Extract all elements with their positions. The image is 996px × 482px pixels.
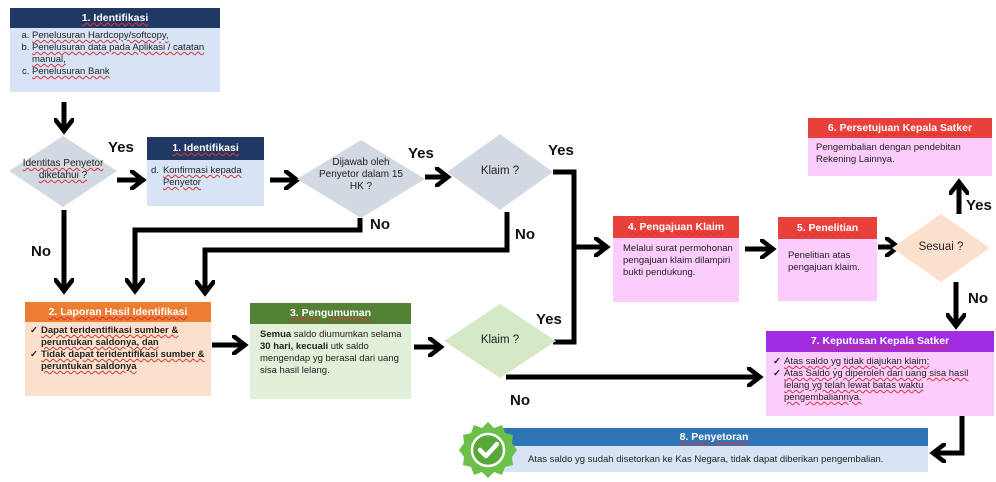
box-penyetoran-body: Atas saldo yg sudah disetorkan ke Kas Ne… bbox=[528, 454, 884, 465]
connector-dijawab-no bbox=[135, 218, 363, 288]
list-item: Penelusuran data pada Aplikasi / catatan… bbox=[32, 42, 216, 66]
diamond-identitas-shape bbox=[9, 136, 117, 207]
box-pengajuan-title: 4. Pengajuan Klaim bbox=[613, 216, 739, 238]
diamond-dijawab-shape bbox=[297, 140, 425, 218]
box-keputusan-body: Atas saldo yg tidak diajukan klaim; Atas… bbox=[766, 356, 994, 416]
box-pengajuan-body: Melalui surat permohonan pengajuan klaim… bbox=[623, 243, 733, 278]
box-identifikasi-top: 1. Identifikasi Penelusuran Hardcopy/sof… bbox=[10, 8, 220, 92]
box-identifikasi-mid: 1. Identifikasi d. Konfirmasi kepada Pen… bbox=[147, 137, 264, 206]
box-keputusan: 7. Keputusan Kepala Satker Atas saldo yg… bbox=[766, 331, 994, 416]
diamond-dijawab: Dijawab oleh Penyetor dalam 15 HK ? bbox=[319, 157, 403, 192]
label-no-dijawab: No bbox=[370, 216, 390, 233]
diamond-klaim2: Klaim ? bbox=[480, 334, 520, 346]
diamond-identitas: Identitas Penyetor diketahui ? bbox=[22, 158, 104, 181]
box-laporan-body: Dapat teridentifikasi sumber & peruntuka… bbox=[25, 325, 211, 396]
list-item: Tidak dapat teridentifikasi sumber & per… bbox=[30, 349, 207, 373]
box-pengajuan: 4. Pengajuan Klaim Melalui surat permoho… bbox=[613, 216, 739, 302]
box-penelitian-title: 5. Penelitian bbox=[778, 217, 877, 239]
connector-klaim-yes bbox=[553, 169, 577, 345]
box-identifikasi-mid-body: d. Konfirmasi kepada Penyetor bbox=[151, 165, 242, 188]
box-penyetoran-title: 8. Penyetoran bbox=[500, 428, 928, 446]
diamond-klaim1: Klaim ? bbox=[480, 165, 520, 177]
box-keputusan-title: 7. Keputusan Kepala Satker bbox=[766, 331, 994, 352]
label-no-klaim2: No bbox=[510, 392, 530, 409]
box-identifikasi-top-body: Penelusuran Hardcopy/softcopy, Penelusur… bbox=[10, 29, 220, 92]
list-item: Atas saldo yg tidak diajukan klaim; bbox=[773, 356, 990, 368]
box-laporan-title: 2. Laporan Hasil Identifikasi bbox=[25, 302, 211, 322]
box-persetujuan-body: Pengembalian dengan pendebitan Rekening … bbox=[816, 142, 961, 165]
diamond-sesuai: Sesuai ? bbox=[918, 241, 964, 253]
box-laporan: 2. Laporan Hasil Identifikasi Dapat teri… bbox=[25, 302, 211, 396]
list-item: Atas Saldo yg diperoleh dari uang sisa h… bbox=[773, 368, 990, 404]
connector-keputusan-to-penyetoran bbox=[936, 410, 965, 453]
box-penyetoran: 8. Penyetoran Atas saldo yg sudah diseto… bbox=[500, 428, 928, 472]
diamond-sesuai-shape bbox=[892, 214, 990, 282]
label-yes-identitas: Yes bbox=[108, 139, 134, 156]
label-yes-dijawab: Yes bbox=[408, 145, 434, 162]
diamond-klaim2-shape bbox=[444, 304, 556, 378]
box-persetujuan-title: 6. Persetujuan Kepala Satker bbox=[808, 118, 992, 138]
diamond-klaim1-shape bbox=[447, 134, 553, 210]
label-no-klaim1: No bbox=[515, 226, 535, 243]
label-yes-klaim1: Yes bbox=[548, 142, 574, 159]
box-penelitian-body: Penelitian atas pengajuan klaim. bbox=[788, 250, 860, 273]
list-item: Dapat teridentifikasi sumber & peruntuka… bbox=[30, 325, 207, 349]
label-yes-klaim2: Yes bbox=[536, 311, 562, 328]
list-item: Penelusuran Hardcopy/softcopy, bbox=[32, 30, 216, 42]
connector-klaim1-no bbox=[205, 212, 510, 290]
label-no-sesuai: No bbox=[968, 290, 988, 307]
label-no-identitas: No bbox=[31, 243, 51, 260]
box-pengumuman-body: Semua saldo diumumkan selama 30 hari, ke… bbox=[260, 329, 402, 376]
box-identifikasi-top-title: 1. Identifikasi bbox=[10, 8, 220, 28]
box-penelitian: 5. Penelitian Penelitian atas pengajuan … bbox=[778, 217, 877, 301]
check-badge-icon bbox=[459, 422, 517, 478]
box-pengumuman: 3. Pengumuman Semua saldo diumumkan sela… bbox=[250, 303, 411, 399]
box-persetujuan: 6. Persetujuan Kepala Satker Pengembalia… bbox=[808, 118, 992, 176]
label-yes-sesuai: Yes bbox=[966, 197, 992, 214]
box-pengumuman-title: 3. Pengumuman bbox=[250, 303, 411, 324]
list-item: Penelusuran Bank bbox=[32, 66, 216, 78]
box-identifikasi-mid-title: 1. Identifikasi bbox=[147, 137, 264, 160]
